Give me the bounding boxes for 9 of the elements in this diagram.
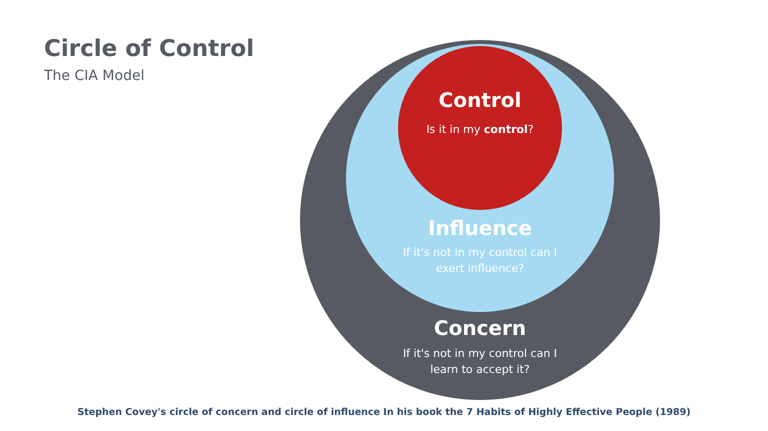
circle-heading: Control	[438, 88, 522, 112]
title: Circle of Control	[44, 36, 254, 62]
caption: Stephen Covey's circle of concern and circle of influence In his book the 7 Habits of Highly Effective People (1989)	[76, 407, 692, 418]
circle-question: If it's not in my control can I learn to accept it?	[402, 346, 558, 378]
circle-question: If it's not in my control can I exert influence?	[402, 245, 558, 277]
subtitle: The CIA Model	[44, 68, 144, 84]
circle-heading: Influence	[428, 216, 532, 240]
circle-heading: Concern	[434, 316, 526, 340]
circle-question: Is it in my control?	[425, 122, 535, 138]
